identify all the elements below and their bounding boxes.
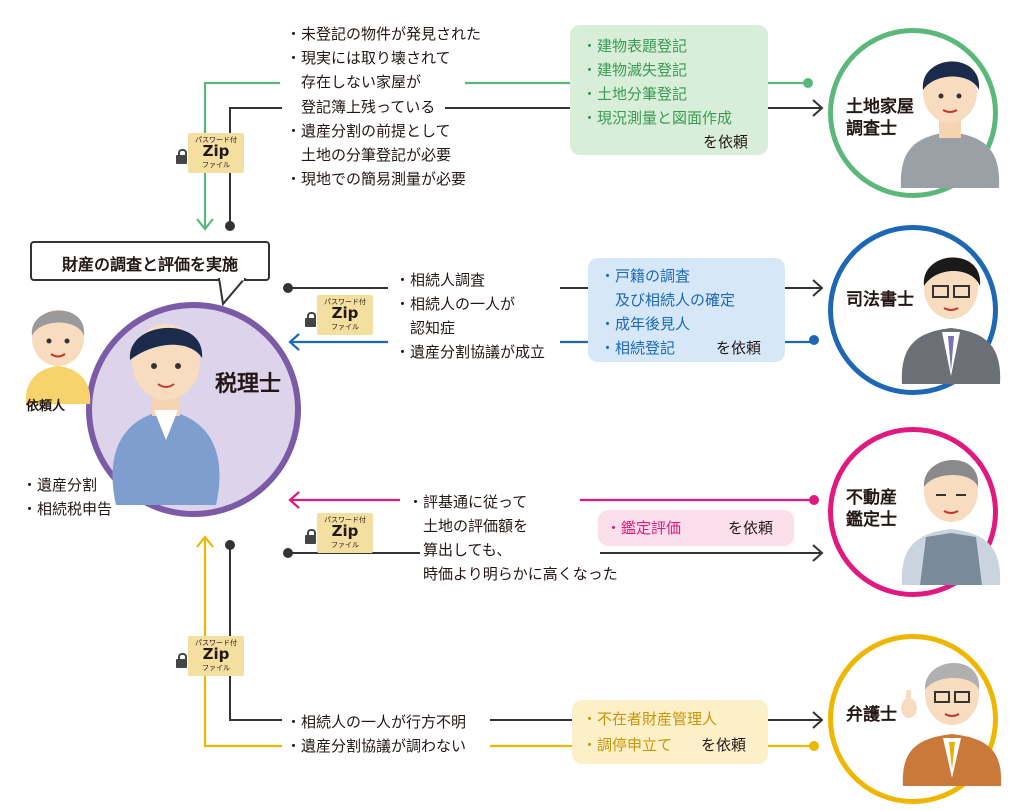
- survey-role-label: 土地家屋 調査士: [846, 97, 914, 139]
- lock-icon: [305, 529, 316, 544]
- survey-condition: ・遺産分割の前提として: [286, 122, 451, 140]
- appraiser-illustration: [901, 459, 1001, 585]
- client-item-inheritance-division: ・遺産分割: [22, 476, 98, 494]
- survey-condition: ・現地での簡易測量が必要: [286, 170, 467, 188]
- lawyer-request: を依頼: [701, 736, 747, 754]
- survey-condition: 土地の分筆登記が必要: [286, 146, 452, 164]
- appraiser-connector-pink: [288, 491, 819, 509]
- lock-icon: [176, 653, 187, 668]
- survey-service: ・建物表題登記: [582, 37, 688, 55]
- lawyer-service-box: [572, 700, 768, 764]
- appraiser-role-label: 不動産 鑑定士: [846, 488, 897, 530]
- client-illustration: [25, 310, 91, 404]
- client-item-tax-return: ・相続税申告: [22, 500, 113, 518]
- scrivener-service: 及び相続人の確定: [600, 291, 736, 309]
- scrivener-service: ・成年後見人: [600, 315, 691, 333]
- survey-service: ・現況測量と図面作成: [582, 109, 733, 127]
- scrivener-request: を依頼: [716, 339, 762, 357]
- lawyer-role-label: 弁護士: [846, 705, 897, 725]
- lock-icon: [176, 149, 187, 164]
- scrivener-illustration: [901, 257, 1001, 384]
- scrivener-service: ・相続登記: [600, 339, 676, 357]
- scrivener-condition: ・遺産分割協議が成立: [395, 343, 546, 361]
- survey-condition: ・未登記の物件が発見された: [286, 25, 482, 43]
- tax-accountant-label: 税理士: [215, 372, 282, 397]
- appraiser-condition: 時価より明らかに高くなった: [408, 565, 618, 583]
- lawyer-condition: ・遺産分割協議が調わない: [286, 737, 467, 755]
- tax-accountant-illustration: [112, 324, 220, 505]
- zip-file-icon-lawyer: パスワード付 Zip ファイル: [188, 636, 244, 676]
- lock-icon: [305, 312, 316, 327]
- scrivener-service: ・戸籍の調査: [600, 267, 691, 285]
- appraiser-service: ・鑑定評価: [606, 519, 682, 537]
- survey-condition: ・現実には取り壊されて: [286, 49, 451, 67]
- lawyer-illustration: [901, 662, 1002, 786]
- survey-service: ・建物滅失登記: [582, 61, 688, 79]
- scrivener-service-box: [588, 258, 785, 362]
- appraiser-service-box: [598, 510, 794, 546]
- appraiser-connector-black: [283, 544, 824, 562]
- appraiser-condition: 土地の評価額を: [408, 517, 529, 535]
- appraiser-request: を依頼: [728, 519, 774, 537]
- survey-request: を依頼: [703, 133, 749, 151]
- survey-service: ・土地分筆登記: [582, 85, 688, 103]
- lawyer-condition: ・相続人の一人が行方不明: [286, 713, 467, 731]
- scrivener-condition: ・相続人の一人が: [395, 295, 516, 313]
- scrivener-condition: 認知症: [395, 319, 456, 337]
- client-label: 依頼人: [26, 399, 66, 414]
- zip-file-icon-survey: パスワード付 Zip ファイル: [188, 133, 244, 173]
- appraiser-condition: 算出しても、: [408, 541, 512, 559]
- survey-condition: 存在しない家屋が: [286, 73, 422, 91]
- scrivener-role-label: 司法書士: [846, 290, 914, 310]
- center-title: 財産の調査と評価を実施: [61, 255, 238, 274]
- lawyer-service: ・調停申立て: [582, 736, 673, 754]
- zip-file-icon-scrivener: パスワード付 Zip ファイル: [317, 295, 373, 335]
- scrivener-condition: ・相続人調査: [395, 271, 486, 289]
- surveyor-illustration: [900, 61, 1000, 188]
- survey-service-box: [570, 25, 768, 155]
- title-bubble: 財産の調査と評価を実施: [30, 241, 270, 281]
- zip-file-icon-appraiser: パスワード付 Zip ファイル: [317, 513, 373, 553]
- lawyer-service: ・不在者財産管理人: [582, 710, 718, 728]
- appraiser-condition: ・評基通に従って: [408, 493, 528, 511]
- bubble-tail: [217, 278, 247, 307]
- survey-condition: 登記簿上残っている: [286, 98, 436, 116]
